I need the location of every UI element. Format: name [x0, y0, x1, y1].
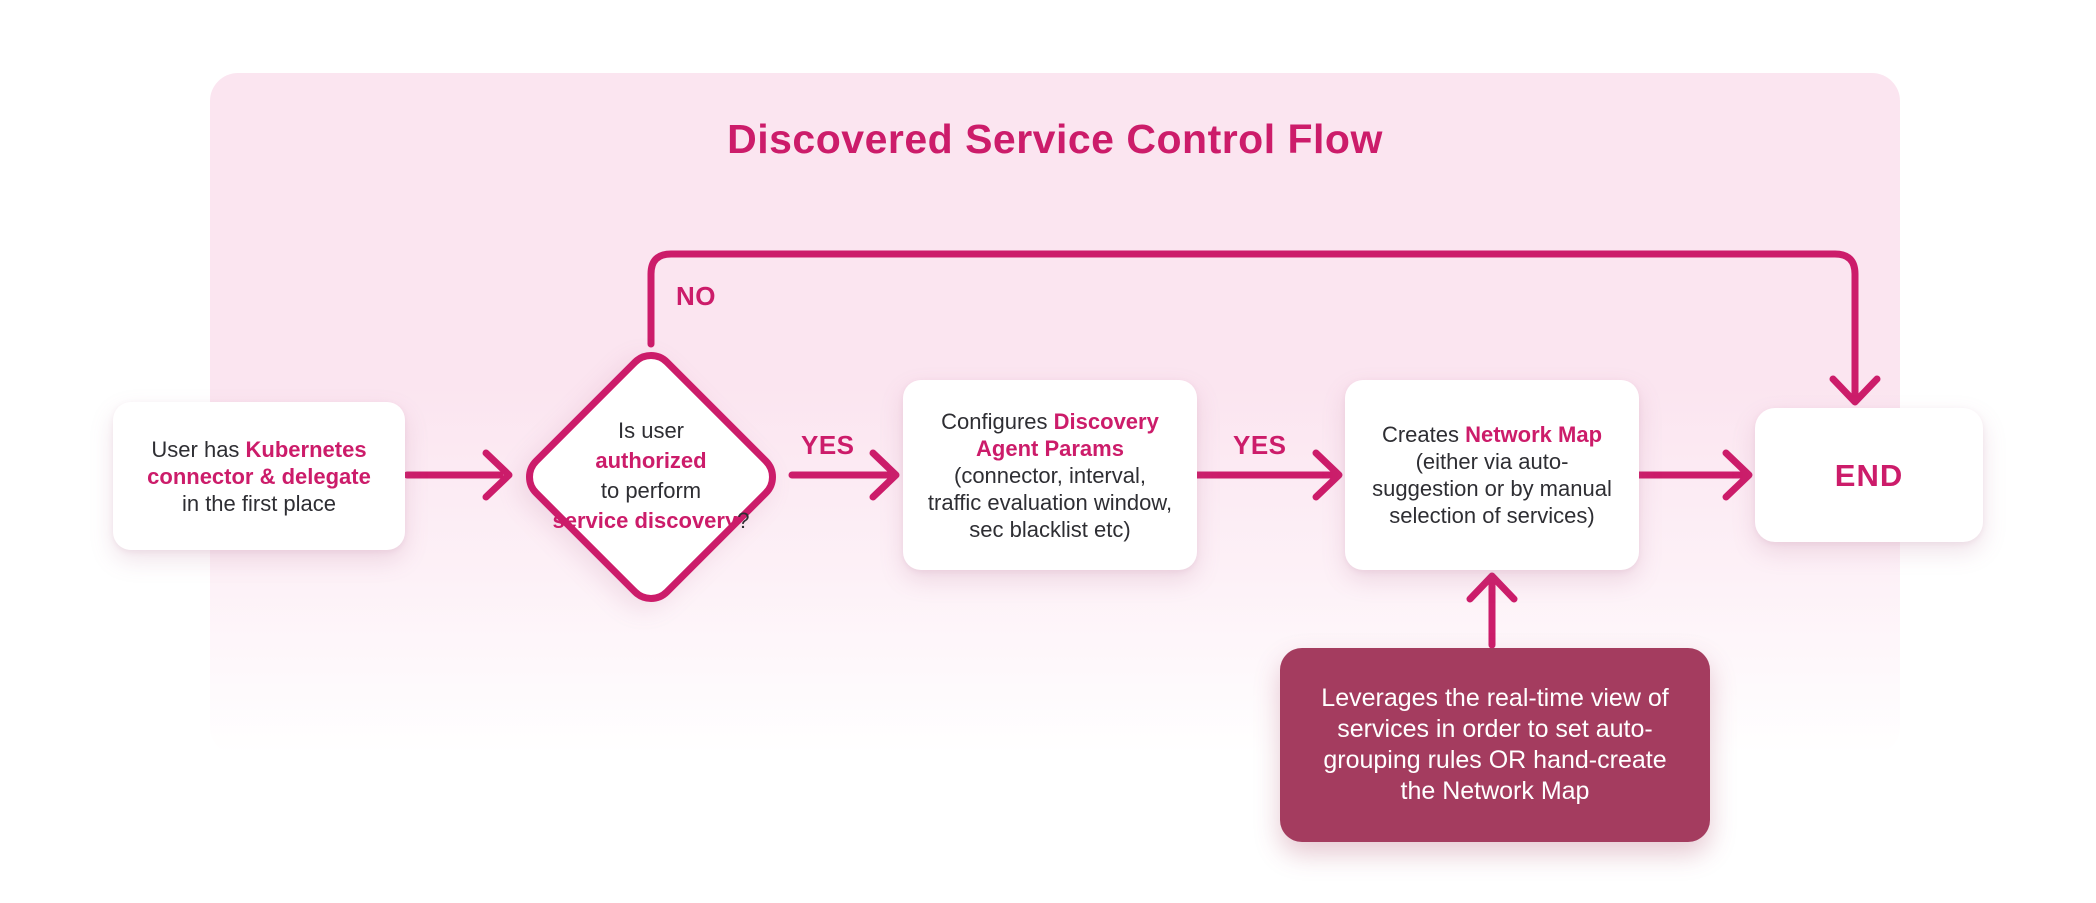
diagram-title: Discovered Service Control Flow — [727, 116, 1383, 162]
node-end-label: END — [1834, 457, 1904, 493]
edge-label-yes-configure: YES — [1233, 430, 1287, 460]
node-end: END — [1755, 408, 1983, 542]
edge-label-yes-decision: YES — [801, 430, 855, 460]
node-create: Creates Network Map(either via auto-sugg… — [1345, 380, 1639, 570]
node-create-text: Creates Network Map(either via auto-sugg… — [1372, 422, 1612, 528]
edge-label-no: NO — [676, 281, 716, 311]
